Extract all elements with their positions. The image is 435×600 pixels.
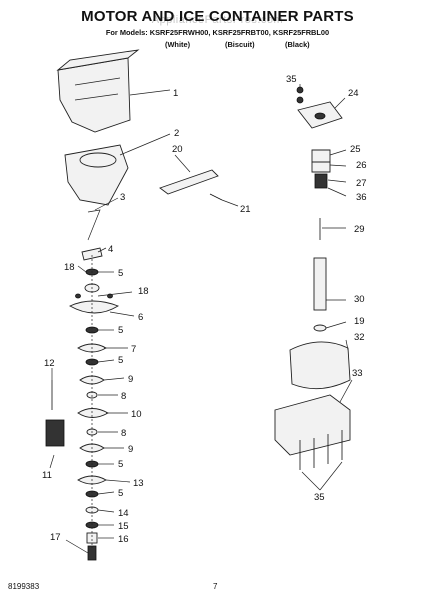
callout-1: 1 bbox=[173, 88, 178, 99]
callout-3: 3 bbox=[120, 192, 125, 203]
callout-18: 18 bbox=[138, 286, 149, 297]
callout-2: 2 bbox=[174, 128, 179, 139]
page-number: 7 bbox=[213, 582, 218, 591]
callout-11: 11 bbox=[42, 470, 52, 481]
callout-20: 20 bbox=[172, 144, 183, 155]
page-title: MOTOR AND ICE CONTAINER PARTS bbox=[81, 8, 354, 25]
switch-assembly bbox=[45, 380, 65, 447]
model-list: For Models: KSRF25FRWH00, KSRF25FRBT00, … bbox=[105, 28, 330, 37]
callout-5: 5 bbox=[118, 268, 123, 279]
callout-21: 21 bbox=[240, 204, 251, 215]
callout-9: 9 bbox=[128, 444, 133, 455]
container-front bbox=[64, 144, 129, 206]
finish-white: (White) bbox=[165, 40, 191, 49]
callout-16: 16 bbox=[118, 534, 129, 545]
callout-14: 14 bbox=[118, 508, 129, 519]
callout-10: 10 bbox=[131, 409, 142, 420]
callout-36: 36 bbox=[356, 192, 367, 203]
callout-35: 35 bbox=[286, 74, 297, 85]
callout-25: 25 bbox=[350, 144, 361, 155]
callout-15: 15 bbox=[118, 521, 129, 532]
leader-lines bbox=[49, 84, 353, 554]
callout-13: 13 bbox=[133, 478, 144, 489]
callout-26: 26 bbox=[356, 160, 367, 171]
doc-number: 8199383 bbox=[8, 582, 40, 591]
callout-9: 9 bbox=[128, 374, 133, 385]
screw-21 bbox=[209, 193, 223, 201]
callout-5: 5 bbox=[118, 459, 123, 470]
callout-18: 18 bbox=[64, 262, 75, 273]
callout-4: 4 bbox=[108, 244, 113, 255]
auger-stack bbox=[69, 247, 120, 561]
callout-12: 12 bbox=[44, 358, 55, 369]
callout-24: 24 bbox=[348, 88, 359, 99]
callout-19: 19 bbox=[354, 316, 365, 327]
callout-17: 17 bbox=[50, 532, 61, 543]
callout-7: 7 bbox=[131, 344, 136, 355]
callout-33: 33 bbox=[352, 368, 363, 379]
auger-rod bbox=[87, 209, 101, 241]
callout-29: 29 bbox=[354, 224, 365, 235]
callout-5: 5 bbox=[118, 488, 123, 499]
callout-35: 35 bbox=[314, 492, 325, 503]
slide-bracket bbox=[159, 169, 219, 195]
finish-biscuit: (Biscuit) bbox=[225, 40, 255, 49]
callout-8: 8 bbox=[121, 428, 126, 439]
callout-27: 27 bbox=[356, 178, 367, 189]
callout-5: 5 bbox=[118, 325, 123, 336]
callout-numbers: 1 2 3 4 5 18 18 6 5 7 5 9 8 10 8 9 5 13 … bbox=[42, 74, 367, 545]
finish-black: (Black) bbox=[285, 40, 310, 49]
callout-8: 8 bbox=[121, 391, 126, 402]
callout-30: 30 bbox=[354, 294, 365, 305]
callout-6: 6 bbox=[138, 312, 143, 323]
callout-32: 32 bbox=[354, 332, 365, 343]
callout-5: 5 bbox=[118, 355, 123, 366]
ice-container bbox=[56, 49, 140, 133]
motor-assembly bbox=[274, 86, 351, 470]
watermark: AppliancePartsPros.com bbox=[151, 14, 284, 26]
